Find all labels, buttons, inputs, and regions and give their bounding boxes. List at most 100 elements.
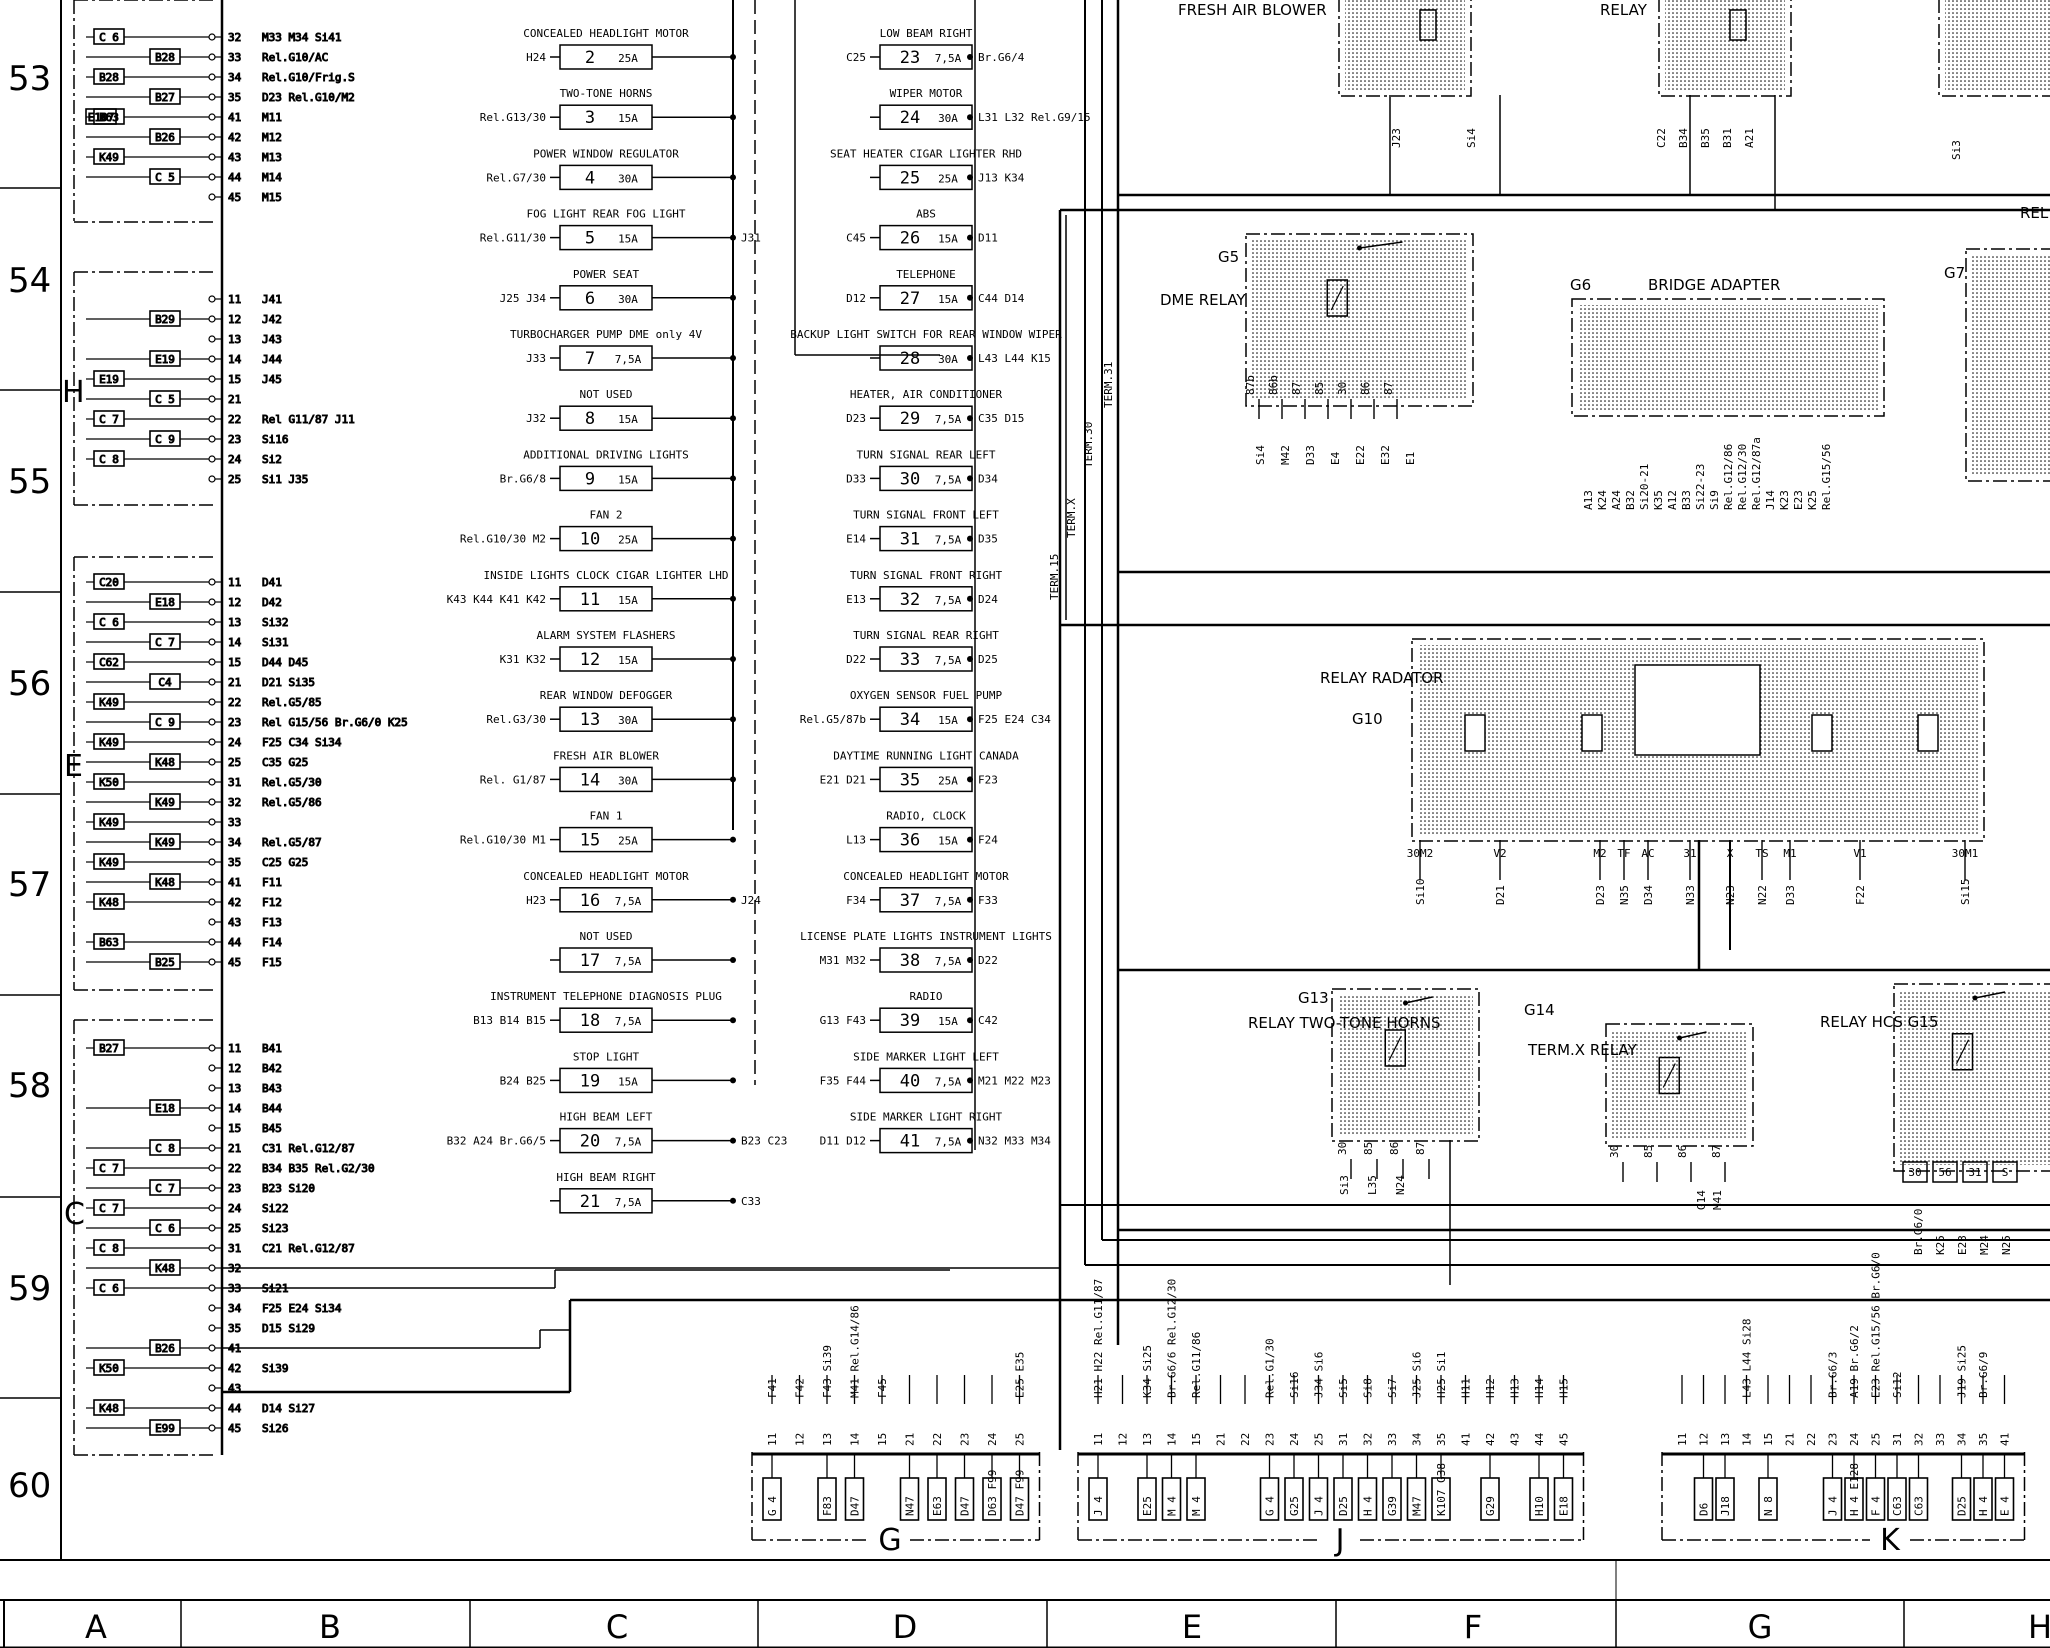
connector-box — [1908, 1477, 1929, 1521]
terminal-box-label: K50 — [99, 1362, 119, 1375]
fuse-input-wire: D12 — [846, 292, 866, 305]
terminal-pin — [208, 1364, 216, 1372]
relay-wire-label: D33 — [1784, 885, 1797, 905]
terminal-box-label: K49 — [155, 796, 175, 809]
connector-label: J — [1334, 1523, 1345, 1558]
connector-pin: 15 — [1762, 1433, 1775, 1446]
terminal-function: M13 — [262, 151, 282, 164]
connector-pin: 31 — [1891, 1433, 1904, 1446]
terminal-pin — [208, 1284, 216, 1292]
terminal-function: B23 Si20 — [262, 1182, 315, 1195]
relay-wire-label: B32 — [1624, 490, 1637, 510]
fuse-box — [559, 104, 653, 130]
relay-id: G10 — [1352, 710, 1383, 728]
terminal-pin-number: 15 — [228, 656, 241, 669]
fuse-input-wire: G13 F43 — [820, 1014, 866, 1027]
terminal-pin-number: 42 — [228, 131, 241, 144]
relay-id: G14 — [1524, 1001, 1555, 1019]
terminal-function: Rel.G5/30 — [262, 776, 322, 789]
fuse-caption: TURN SIGNAL REAR RIGHT — [853, 629, 999, 642]
terminal-pin — [208, 1084, 216, 1092]
terminal-pin — [208, 1204, 216, 1212]
terminal-pin-number: 13 — [228, 616, 241, 629]
terminal-pin — [208, 698, 216, 706]
fuse-box — [559, 44, 653, 70]
relay-wire-label: K24 — [1596, 490, 1609, 510]
relay-wire-label: D33 — [1304, 445, 1317, 465]
terminal-pin-number: 22 — [228, 696, 241, 709]
wire — [1662, 1063, 1676, 1088]
relay-pin: 87 — [1710, 1145, 1723, 1158]
terminal-box-label: B63 — [99, 936, 119, 949]
connector-box — [1009, 1477, 1030, 1521]
terminal-box-label: B29 — [155, 313, 175, 326]
relay-frame — [1245, 233, 1474, 407]
connector-wire: H15 — [1558, 1378, 1571, 1398]
fuse-amperage: 7,5A — [615, 895, 642, 908]
relay-wire-label: Br.G6/0 — [1912, 1209, 1925, 1255]
terminal-function: F12 — [262, 896, 282, 909]
relay-pin: 86 — [1388, 1142, 1401, 1155]
terminal-function: M12 — [262, 131, 282, 144]
terminal-pin — [208, 1064, 216, 1072]
row-label: 58 — [8, 1066, 51, 1106]
connector-box-label: G25 — [1288, 1496, 1301, 1516]
terminal-pin — [208, 455, 216, 463]
connector-box-label: E63 — [931, 1496, 944, 1516]
fuse-number: 32 — [900, 590, 920, 610]
fuse-box — [559, 525, 653, 552]
terminal-box-label: C62 — [99, 656, 119, 669]
connector-pin: 25 — [1870, 1433, 1883, 1446]
terminal-function: Rel.G10/AC — [262, 51, 328, 64]
fuse-box — [879, 1007, 973, 1033]
fuse-output-wire: D35 — [978, 533, 998, 546]
junction-dot — [730, 836, 736, 843]
relay-wire-label: B31 — [1721, 128, 1734, 148]
relay-pin: 30 — [1336, 1142, 1349, 1155]
terminal-box-label: C 5 — [155, 393, 175, 406]
junction-dot — [967, 595, 973, 602]
fuse-amperage: 7,5A — [615, 1136, 642, 1149]
terminal-box-label: K50 — [99, 776, 119, 789]
relay-title: DME RELAY — [1160, 291, 1246, 309]
connector-box — [1308, 1477, 1329, 1521]
fuse-number: 24 — [900, 108, 920, 128]
fuse-amperage: 7,5A — [935, 955, 962, 968]
connector-pin: 41 — [1460, 1433, 1473, 1446]
terminal-pin-number: 11 — [228, 1042, 241, 1055]
fuse-number: 17 — [580, 951, 600, 971]
relay-wire-label: E4 — [1329, 451, 1342, 465]
fuse-box — [559, 405, 653, 431]
terminal-pin-number: 41 — [228, 876, 241, 889]
connector-pin: 11 — [1092, 1433, 1105, 1446]
relay-body-fill — [1945, 0, 2050, 90]
fuse-28: BACKUP LIGHT SWITCH FOR REAR WINDOW WIPE… — [790, 328, 1062, 371]
connector-wire: Rel.G11/86 — [1190, 1332, 1203, 1398]
connector-box — [1431, 1477, 1451, 1521]
connector-wire: Si5 — [1337, 1378, 1350, 1398]
fuse-input-wire: D33 — [846, 472, 866, 485]
terminal-box-label: B27 — [99, 1042, 119, 1055]
fuse-number: 35 — [900, 770, 920, 790]
terminal-function: M11 — [262, 111, 282, 124]
fuse-box — [879, 104, 973, 130]
terminal-pin — [208, 1044, 216, 1052]
junction-dot — [967, 1017, 973, 1024]
connector-box — [1715, 1477, 1735, 1521]
fuse-output-wire: C44 D14 — [978, 292, 1025, 305]
terminal-box-label: C 6 — [99, 31, 119, 44]
relay-pin: 30 — [1908, 1166, 1921, 1179]
fuse-amperage: 25A — [938, 774, 958, 787]
connector-box — [1333, 1477, 1353, 1521]
relay-body-fill — [1665, 0, 1785, 90]
junction-dot — [967, 896, 973, 903]
connector-box — [982, 1477, 1002, 1521]
connector-wire: F45 — [876, 1378, 889, 1398]
fuse-amperage: 30A — [618, 172, 638, 185]
junction-dot — [967, 114, 973, 121]
